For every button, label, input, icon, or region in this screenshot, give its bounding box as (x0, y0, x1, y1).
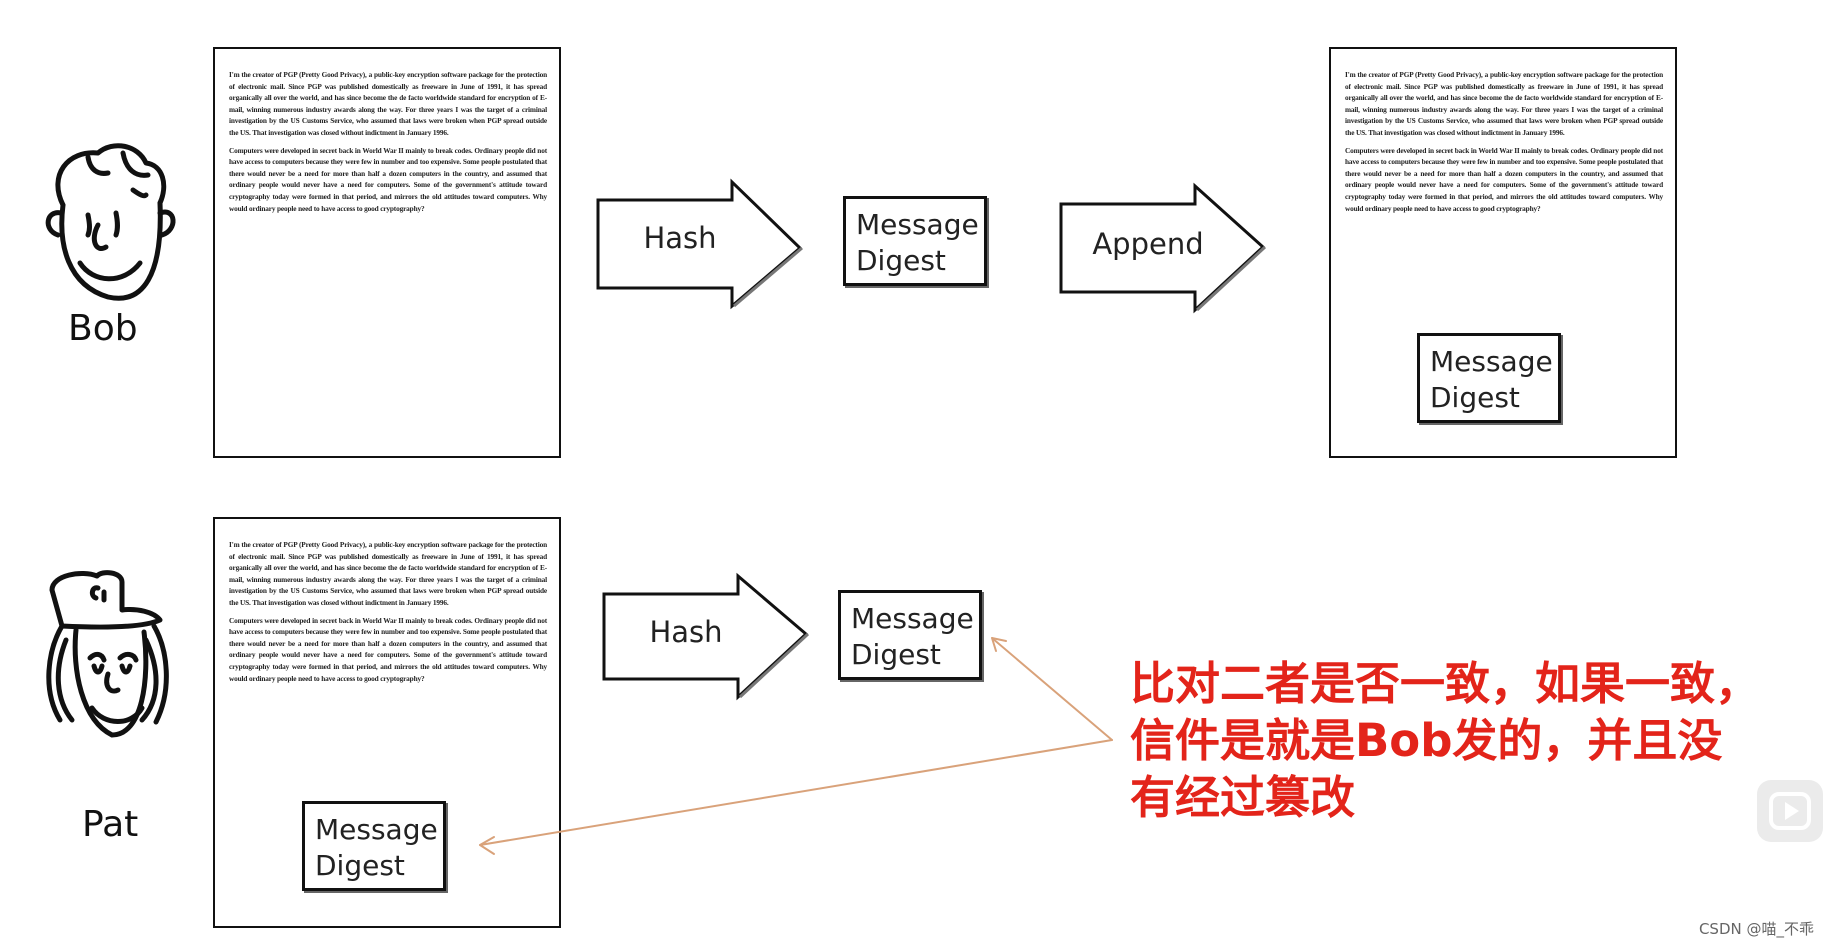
document-paragraph: I'm the creator of PGP (Pretty Good Priv… (1345, 70, 1663, 137)
caption-line: 比对二者是否一致，如果一致， (1130, 657, 1761, 710)
document-paragraph: Computers were developed in secret back … (1345, 145, 1663, 213)
hash-label: Hash (643, 221, 717, 255)
pat-message-digest: Message Digest (838, 590, 982, 680)
digest-line: Digest (1430, 381, 1520, 414)
digest-line: Digest (856, 244, 946, 277)
digest-line: Message (856, 208, 979, 241)
bob-appended-digest: Message Digest (1417, 333, 1561, 423)
bob-name-label: Bob (68, 308, 138, 349)
document-paragraph: Computers were developed in secret back … (229, 145, 547, 213)
pat-received-digest: Message Digest (302, 801, 446, 891)
document-paragraph: Computers were developed in secret back … (229, 615, 547, 683)
document-paragraph: I'm the creator of PGP (Pretty Good Priv… (229, 540, 547, 607)
digest-line: Message (315, 813, 438, 846)
digest-line: Digest (851, 638, 941, 671)
hash-arrow (596, 178, 803, 310)
caption-line: 信件是就是Bob发的，并且没 (1130, 714, 1723, 767)
hash-label: Hash (649, 615, 723, 649)
digest-line: Message (1430, 345, 1553, 378)
digest-line: Message (851, 602, 974, 635)
caption-line: 有经过篡改 (1130, 771, 1356, 824)
pat-face-icon (42, 570, 192, 770)
watermark: CSDN @喵_不乖 (1698, 920, 1814, 938)
document-paragraph: I'm the creator of PGP (Pretty Good Priv… (229, 70, 547, 137)
pat-name-label: Pat (82, 804, 139, 845)
bob-message-digest: Message Digest (843, 196, 987, 286)
append-arrow (1059, 182, 1267, 314)
bob-document: I'm the creator of PGP (Pretty Good Priv… (213, 47, 561, 458)
append-label: Append (1092, 227, 1204, 261)
play-icon[interactable] (1757, 780, 1823, 842)
bob-face-icon (28, 135, 178, 310)
hash-arrow (602, 572, 810, 701)
comparison-caption: 比对二者是否一致，如果一致， 信件是就是Bob发的，并且没 有经过篡改 (1130, 655, 1800, 826)
digest-line: Digest (315, 849, 405, 882)
